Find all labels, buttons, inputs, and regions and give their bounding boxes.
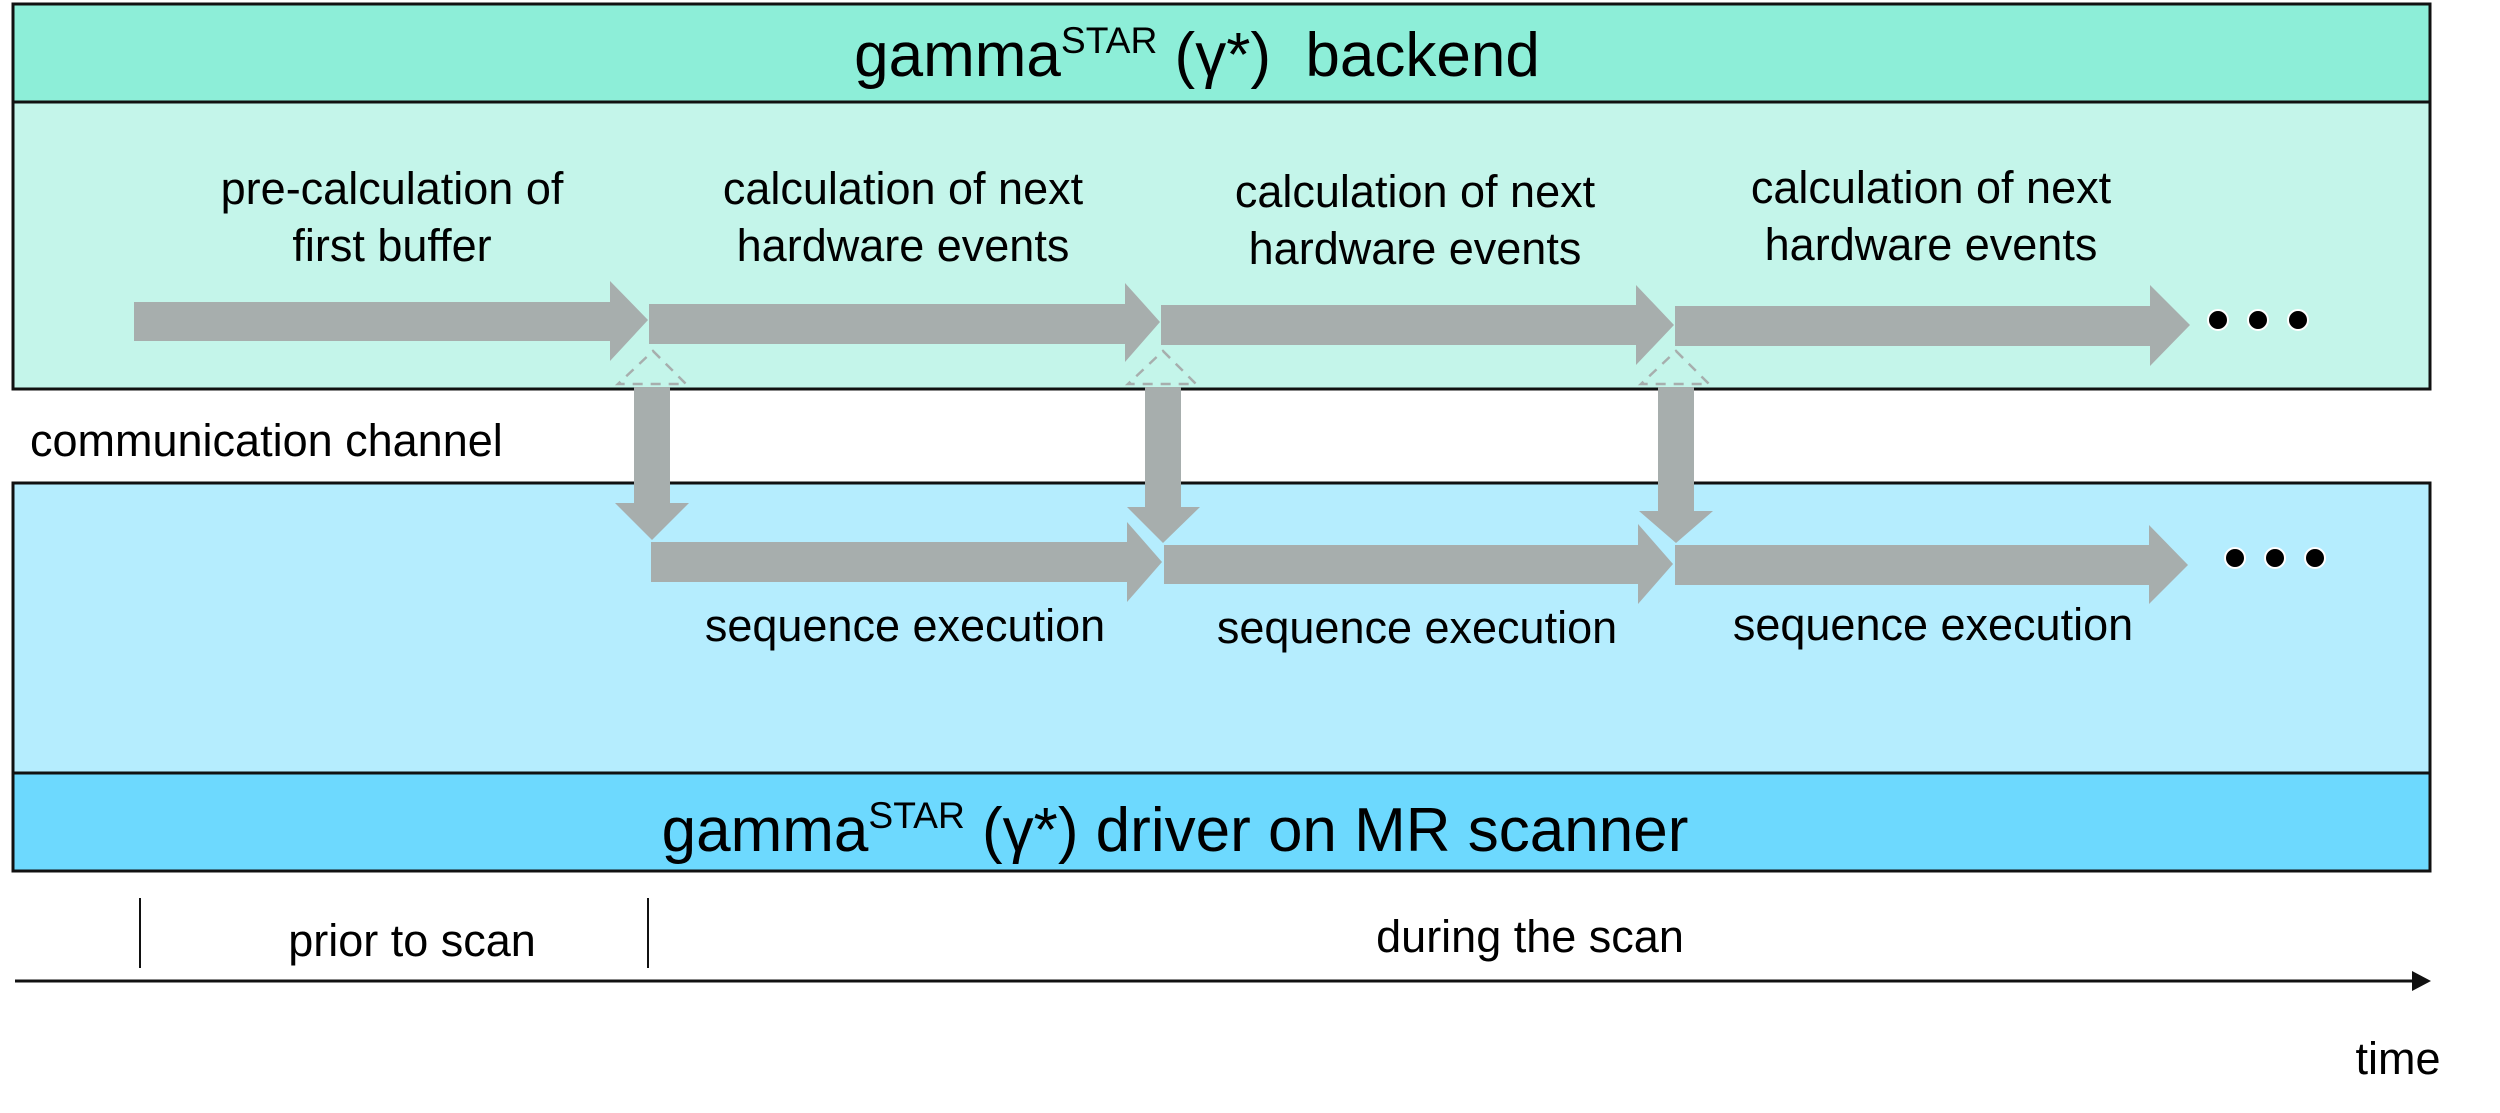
backend-title-prefix: gamma	[854, 21, 1061, 91]
stage-label-line: calculation of next	[1750, 162, 2112, 213]
driver-title-prefix: gamma	[661, 796, 869, 866]
backend-arrow-2	[649, 283, 1160, 362]
backend-title-suffix: (γ*) backend	[1157, 21, 1540, 91]
backend-stage-label-2: calculation of next hardware events	[723, 160, 1083, 274]
stage-label-line: hardware events	[1248, 223, 1582, 274]
dot	[2207, 309, 2229, 331]
stage-label-line: calculation of next	[1234, 166, 1596, 217]
driver-title-sup: STAR	[868, 794, 965, 836]
phase-label-prior: prior to scan	[288, 915, 536, 966]
driver-title: gammaSTAR (γ*) driver on MR scanner	[661, 794, 1689, 866]
time-axis-label: time	[2355, 1033, 2441, 1084]
driver-stage-label-3: sequence execution	[1732, 599, 2134, 650]
dot	[2247, 309, 2269, 331]
backend-title-sup: STAR	[1060, 19, 1158, 61]
stage-label-line: pre-calculation of	[220, 163, 564, 214]
backend-stage-label-3: calculation of next hardware events	[1235, 163, 1595, 277]
stage-label-line: hardware events	[1764, 219, 2098, 270]
backend-stage-label-1: pre-calculation of first buffer	[221, 160, 564, 274]
driver-arrow-3	[1675, 525, 2188, 604]
backend-arrow-4	[1675, 285, 2190, 366]
dot	[2304, 547, 2326, 569]
dot	[2264, 547, 2286, 569]
dashed-triangle-3	[1637, 349, 1713, 386]
stage-label-line: first buffer	[292, 220, 492, 271]
time-axis-arrowhead	[2412, 971, 2431, 991]
backend-stage-label-4: calculation of next hardware events	[1751, 159, 2111, 273]
driver-arrow-1	[651, 522, 1162, 602]
dot	[2224, 547, 2246, 569]
driver-arrow-2	[1164, 524, 1673, 604]
comm-arrow-3	[1639, 387, 1713, 543]
backend-arrow-1	[134, 281, 648, 361]
driver-continuation-dots	[2224, 547, 2326, 569]
stage-label-line: hardware events	[736, 220, 1070, 271]
backend-continuation-dots	[2207, 309, 2309, 331]
backend-arrow-3	[1161, 285, 1674, 365]
backend-header-box	[11, 2, 2432, 104]
comm-arrow-1	[615, 387, 689, 540]
stage-label-line: calculation of next	[722, 163, 1084, 214]
comm-arrow-2	[1127, 387, 1200, 543]
driver-stage-label-2: sequence execution	[1216, 602, 1618, 653]
driver-header-box	[11, 771, 2432, 873]
dot	[2287, 309, 2309, 331]
backend-title: gammaSTAR (γ*) backend	[854, 19, 1540, 91]
driver-body-box	[11, 481, 2432, 775]
driver-title-suffix: (γ*) driver on MR scanner	[964, 796, 1689, 866]
phase-label-during: during the scan	[1376, 911, 1684, 962]
dashed-triangle-1	[614, 349, 690, 386]
communication-channel-label: communication channel	[30, 415, 503, 466]
dashed-triangle-2	[1124, 349, 1200, 386]
driver-stage-label-1: sequence execution	[704, 600, 1106, 651]
